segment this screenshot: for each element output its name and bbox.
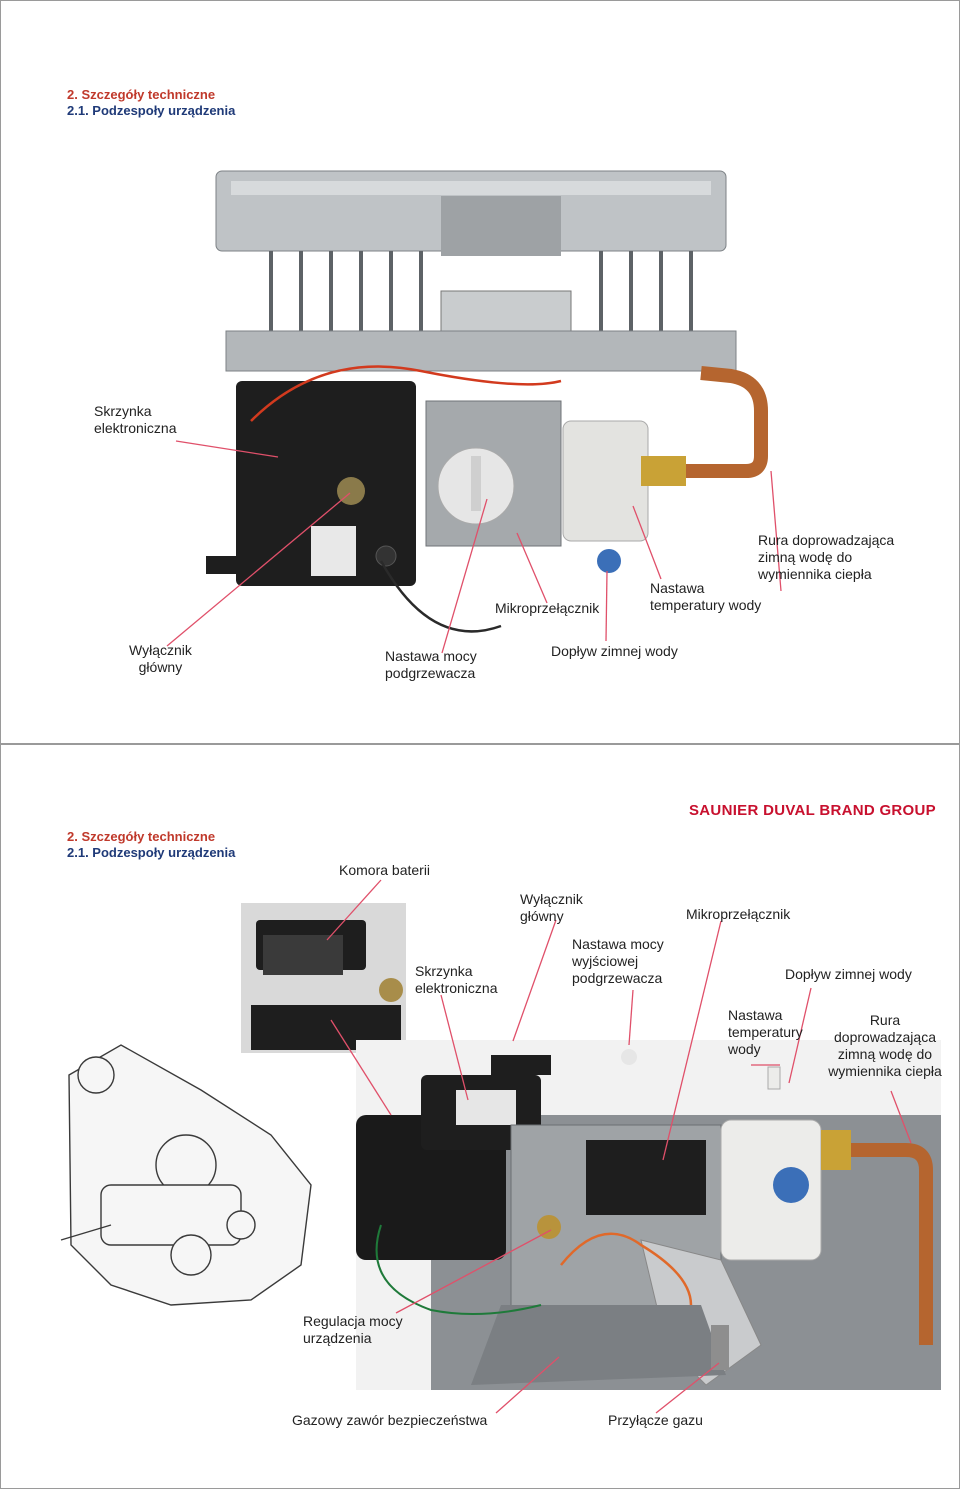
label-regulacja: Regulacja mocy urządzenia: [303, 1313, 403, 1346]
label-mikro: Mikroprzełącznik: [686, 906, 791, 922]
label-skrzynka: Skrzynka elektroniczna: [94, 403, 177, 436]
slide-2-heading: 2. Szczegóły techniczne 2.1. Podzespoły …: [67, 829, 235, 861]
label-doplyw: Dopływ zimnej wody: [551, 643, 678, 659]
label-gazowy: Gazowy zawór bezpieczeństwa: [292, 1412, 488, 1428]
slide-2: SAUNIER DUVAL BRAND GROUP 2. Szczegóły t…: [0, 744, 960, 1489]
label-skrzynka: Skrzynka elektroniczna: [415, 963, 498, 996]
label-doplyw: Dopływ zimnej wody: [785, 966, 912, 982]
label-nastawa-temp: Nastawa temperatury wody: [728, 1007, 803, 1057]
heater-photo-top: [166, 170, 782, 654]
subsection-title: 2.1. Podzespoły urządzenia: [67, 845, 236, 860]
heater-photo-bottom: [60, 879, 941, 1414]
slide-1-heading: 2. Szczegóły techniczne 2.1. Podzespoły …: [67, 87, 235, 119]
label-nastawa-mocy: Nastawa mocy podgrzewacza: [385, 648, 477, 681]
label-nastawa-temp: Nastawa temperatury wody: [650, 580, 762, 613]
label-mikro: Mikroprzełącznik: [495, 600, 600, 616]
label-nastawa-mocy: Nastawa mocy wyjściowej podgrzewacza: [572, 936, 664, 986]
section-title: 2. Szczegóły techniczne: [67, 87, 216, 102]
label-rura: Rura doprowadzająca zimną wodę do wymien…: [828, 1012, 942, 1079]
slide-1: 2. Szczegóły techniczne 2.1. Podzespoły …: [0, 0, 960, 744]
label-wylacznik: Wyłącznik główny: [129, 642, 192, 675]
section-title: 2. Szczegóły techniczne: [67, 829, 216, 844]
label-wylacznik: Wyłącznik główny: [520, 891, 583, 924]
label-rura: Rura doprowadzająca zimną wodę do wymien…: [758, 532, 895, 582]
label-przylacze: Przyłącze gazu: [608, 1412, 703, 1428]
brand-logo: SAUNIER DUVAL BRAND GROUP: [689, 802, 936, 819]
subsection-title: 2.1. Podzespoły urządzenia: [67, 103, 236, 118]
label-komora: Komora baterii: [339, 862, 431, 878]
